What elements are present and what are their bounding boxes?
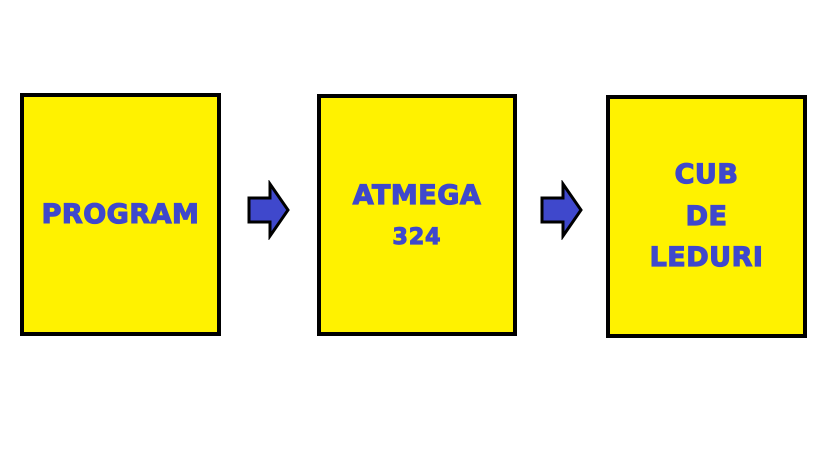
cub-label: CUB bbox=[674, 158, 739, 190]
arrow-shape bbox=[540, 180, 583, 240]
right-arrow-icon bbox=[540, 180, 583, 240]
leduri-label: LEDURI bbox=[649, 242, 764, 274]
atmega-block: ATMEGA 324 bbox=[317, 94, 517, 336]
program-block: PROGRAM bbox=[20, 93, 221, 336]
program-label: PROGRAM bbox=[41, 198, 200, 230]
atmega-label: ATMEGA bbox=[352, 179, 482, 212]
de-label: DE bbox=[685, 200, 728, 232]
led-cube-block: CUB DE LEDURI bbox=[606, 95, 807, 338]
arrow-shape bbox=[247, 180, 290, 240]
atmega-model-label: 324 bbox=[392, 224, 442, 250]
right-arrow-icon bbox=[247, 180, 290, 240]
